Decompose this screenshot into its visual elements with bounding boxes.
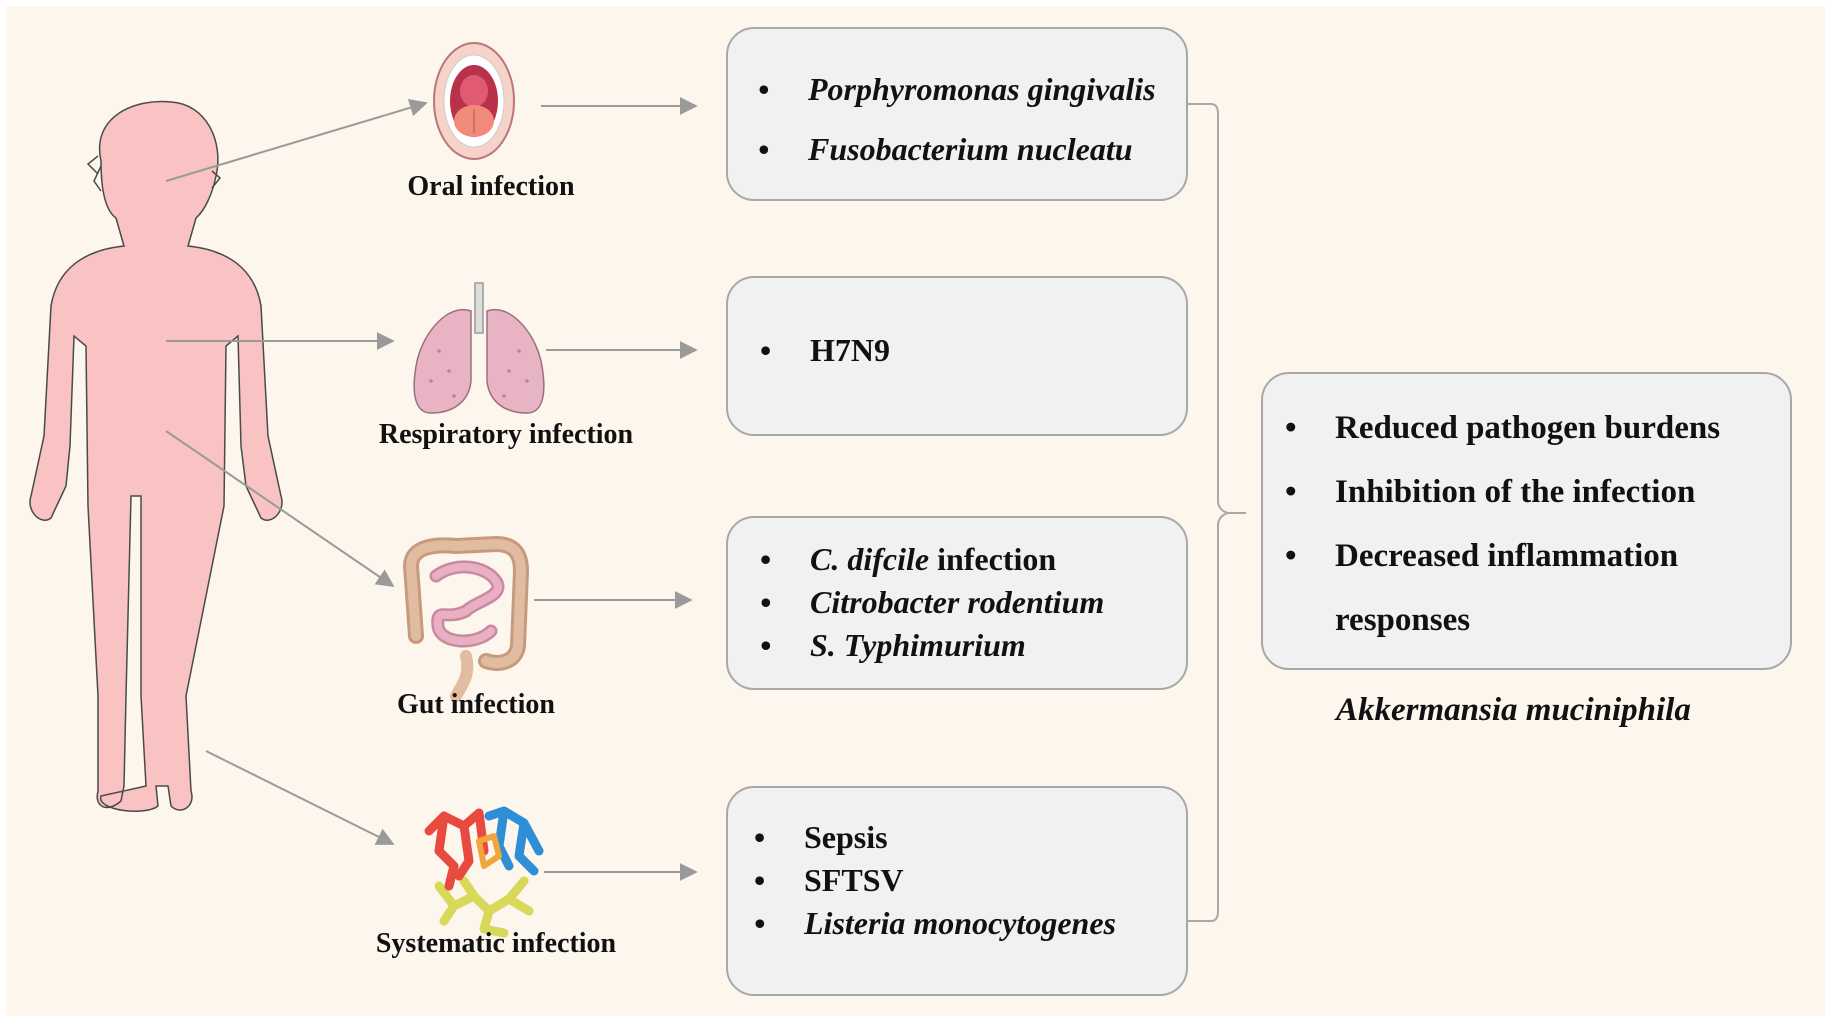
outcomes-box: Reduced pathogen burdens Inhibition of t… [1261, 372, 1792, 670]
list-item: Porphyromonas gingivalis [758, 59, 1186, 119]
list-item-italic-part: C. difcile [810, 541, 930, 577]
outcome-item: Inhibition of the infection [1285, 460, 1790, 524]
list-item: SFTSV [754, 859, 1186, 902]
arrow-body-to-mouth [165, 99, 428, 182]
label-gut-infection: Gut infection [397, 689, 555, 720]
arrow-body-to-vessels [205, 750, 395, 845]
outcome-item: Decreased inflammation [1285, 524, 1790, 588]
list-item-plain-part: infection [929, 541, 1057, 577]
systemic-pathogens-box: Sepsis SFTSV Listeria monocytogenes [726, 786, 1188, 996]
outcome-item-continuation: responses [1335, 602, 1471, 638]
list-item: Fusobacterium nucleatu [758, 119, 1186, 179]
lungs-icon [413, 282, 545, 414]
arrow-body-to-intestines [165, 430, 395, 588]
label-systematic-infection: Systematic infection [375, 928, 617, 959]
gut-pathogens-box: C. difcile infection Citrobacter rodenti… [726, 516, 1188, 690]
list-item: C. difcile infection [760, 538, 1186, 581]
child-silhouette-icon [29, 100, 283, 812]
oral-pathogens-box: Porphyromonas gingivalis Fusobacterium n… [726, 27, 1188, 201]
open-mouth-icon [433, 42, 515, 160]
list-item: H7N9 [760, 328, 1186, 372]
respiratory-pathogens-box: H7N9 [726, 276, 1188, 436]
label-oral-infection: Oral infection [407, 171, 575, 202]
intestines-icon [402, 535, 530, 702]
outcome-item: Reduced pathogen burdens [1285, 396, 1790, 460]
blood-vessels-icon [424, 806, 544, 938]
species-name: Akkermansia muciniphila [1336, 692, 1691, 728]
list-item: S. Typhimurium [760, 624, 1186, 667]
list-item: Listeria monocytogenes [754, 902, 1186, 945]
list-item: Citrobacter rodentium [760, 581, 1186, 624]
label-respiratory-infection: Respiratory infection [378, 419, 634, 450]
list-item: Sepsis [754, 816, 1186, 859]
diagram-canvas: Oral infection Respiratory infection Gut… [6, 6, 1825, 1016]
grouping-bracket [1184, 103, 1246, 922]
diagram-graphics [29, 42, 1246, 938]
